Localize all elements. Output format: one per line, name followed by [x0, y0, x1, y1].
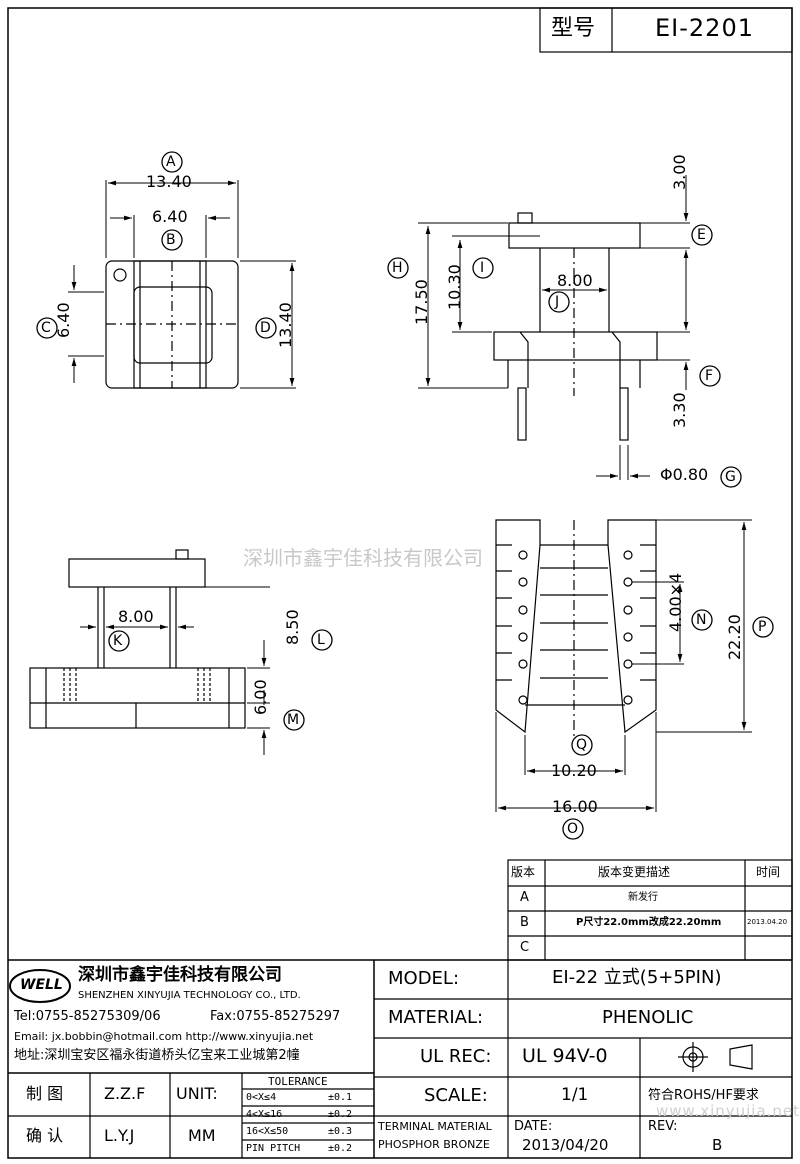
signoff-draw-label: 制 图 — [26, 1084, 64, 1103]
signoff-unit-value: MM — [188, 1126, 216, 1145]
dim-bottom-8-00: 8.00 — [118, 607, 154, 626]
model-header-number: EI-2201 — [655, 14, 754, 42]
dim-pin-22-20: 22.20 — [725, 614, 744, 660]
tolerance-value-1: ±0.1 — [328, 1092, 353, 1103]
revision-table — [507, 859, 793, 961]
dim-left-inner: 6.40 — [54, 302, 73, 338]
dim-letter-c: C — [41, 320, 51, 336]
company-name-cn: 深圳市鑫宇佳科技有限公司 — [78, 965, 282, 985]
signoff-check-label: 确 认 — [26, 1126, 64, 1145]
spec-model-label: MODEL: — [388, 968, 460, 989]
dim-pin-diameter: Φ0.80 — [660, 465, 709, 484]
company-logo: WELL — [20, 977, 63, 993]
dim-top-width: 13.40 — [146, 172, 192, 191]
dim-letter-i: I — [480, 260, 485, 276]
spec-scale-value: 1/1 — [561, 1085, 589, 1105]
tolerance-title: TOLERANCE — [268, 1075, 328, 1088]
spec-date-label: DATE: — [514, 1119, 553, 1134]
footer-watermark: www.xinyujia.net — [656, 1102, 800, 1120]
rev-row-a-code: A — [520, 890, 529, 905]
model-header-label: 型号 — [551, 16, 596, 41]
dim-side-3-00: 3.00 — [670, 154, 689, 190]
spec-date-value: 2013/04/20 — [522, 1136, 609, 1154]
dim-letter-l: L — [317, 632, 325, 648]
dim-letter-o: O — [567, 821, 579, 837]
company-watermark: 深圳市鑫宇佳科技有限公司 — [243, 546, 483, 570]
signoff-draw-name: Z.Z.F — [104, 1084, 146, 1103]
spec-terminal-label: TERMINAL MATERIAL — [378, 1120, 492, 1133]
dim-letter-m: M — [287, 712, 300, 728]
dim-side-3-30: 3.30 — [670, 392, 689, 428]
dim-pin-pitch: 4.00×4 — [666, 572, 685, 632]
tolerance-value-4: ±0.2 — [328, 1143, 353, 1154]
dim-letter-b: B — [166, 232, 176, 248]
dim-side-10-30: 10.30 — [445, 264, 464, 310]
dim-pin-10-20: 10.20 — [551, 761, 597, 780]
dim-letter-p: P — [758, 619, 767, 635]
sheet-border — [7, 7, 793, 1159]
side-view — [493, 212, 658, 441]
dim-letter-n: N — [696, 612, 707, 628]
pin-side-view — [495, 519, 657, 740]
company-address: 地址:深圳宝安区福永街道桥头亿宝来工业城第2幢 — [14, 1048, 300, 1063]
front-view — [29, 549, 246, 729]
rev-header-version: 版本 — [511, 865, 536, 879]
dim-bottom-8-50: 8.50 — [283, 609, 302, 645]
tolerance-range-3: 16<X≤50 — [246, 1126, 289, 1137]
dim-letter-j: J — [555, 294, 560, 310]
dim-letter-f: F — [705, 368, 714, 384]
dim-letter-g: G — [725, 469, 736, 485]
tolerance-range-1: 0<X≤4 — [246, 1092, 277, 1103]
spec-rev-value: B — [712, 1136, 723, 1154]
rev-row-c-code: C — [520, 940, 530, 955]
tolerance-value-3: ±0.3 — [328, 1126, 353, 1137]
dim-letter-k: K — [113, 633, 123, 649]
dim-side-8-00: 8.00 — [557, 271, 593, 290]
spec-model-value: EI-22 立式(5+5PIN) — [552, 967, 722, 988]
dim-top-inner: 6.40 — [152, 207, 188, 226]
spec-ulrec-label: UL REC: — [420, 1046, 492, 1067]
dim-letter-h: H — [392, 260, 403, 276]
spec-material-value: PHENOLIC — [602, 1007, 694, 1028]
rev-header-description: 版本变更描述 — [598, 865, 671, 879]
model-header-box — [539, 7, 793, 53]
rev-row-b-desc: P尺寸22.0mm改成22.20mm — [576, 917, 722, 928]
rev-row-b-code: B — [520, 915, 529, 930]
company-fax: Fax:0755-85275297 — [210, 1009, 341, 1024]
signoff-unit-label: UNIT: — [176, 1084, 218, 1103]
spec-rev-label: REV: — [648, 1119, 678, 1134]
dim-bottom-6-00: 6.00 — [251, 679, 270, 715]
top-view — [105, 260, 239, 389]
dim-letter-d: D — [260, 320, 271, 336]
title-block — [8, 959, 792, 1158]
tolerance-range-4: PIN PITCH — [246, 1143, 301, 1154]
rev-row-a-desc: 新发行 — [628, 892, 658, 903]
signoff-check-name: L.Y.J — [104, 1126, 135, 1145]
spec-rohs: 符合ROHS/HF要求 — [648, 1088, 759, 1103]
company-name-en: SHENZHEN XINYUJIA TECHNOLOGY CO., LTD. — [78, 990, 301, 1001]
spec-ulrec-value: UL 94V-0 — [522, 1045, 608, 1067]
dim-pin-16-00: 16.00 — [552, 797, 598, 816]
rev-header-time: 时间 — [756, 865, 781, 879]
dimension-label-circles — [36, 151, 774, 840]
tolerance-value-2: ±0.2 — [328, 1109, 353, 1120]
spec-scale-label: SCALE: — [424, 1085, 488, 1106]
dim-letter-a: A — [166, 154, 176, 170]
spec-terminal-value: PHOSPHOR BRONZE — [378, 1138, 490, 1151]
dim-letter-q: Q — [576, 737, 588, 753]
rev-row-b-date: 2013.04.20 — [747, 918, 788, 926]
company-email: Email: jx.bobbin@hotmail.com http://www.… — [14, 1030, 314, 1043]
dim-right-height: 13.40 — [276, 302, 295, 348]
tolerance-range-2: 4<X≤16 — [246, 1109, 283, 1120]
dim-letter-e: E — [697, 227, 706, 243]
dim-side-17-50: 17.50 — [412, 279, 431, 325]
company-tel: Tel:0755-85275309/06 — [14, 1009, 161, 1024]
spec-material-label: MATERIAL: — [388, 1007, 484, 1028]
